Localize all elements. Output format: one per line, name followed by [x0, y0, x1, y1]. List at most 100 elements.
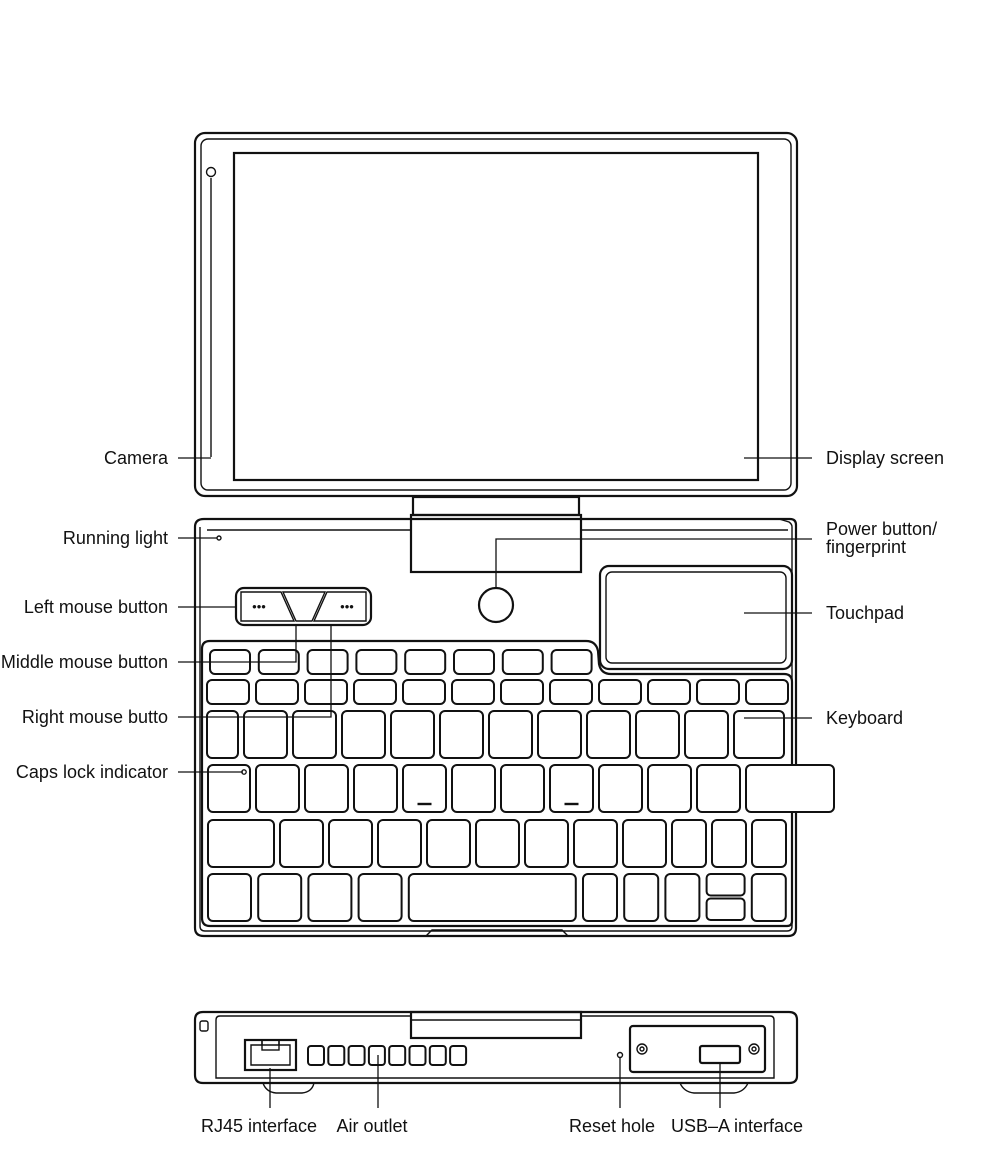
air-outlet-slot	[307, 1045, 325, 1066]
label-power-button-line2: fingerprint	[826, 537, 906, 557]
keyboard-key[interactable]	[635, 710, 680, 759]
keyboard-key[interactable]	[207, 764, 251, 813]
keyboard-key[interactable]	[292, 710, 337, 759]
keyboard-key[interactable]	[549, 679, 593, 705]
laptop-base: ••• •••	[193, 517, 835, 938]
keyboard-key[interactable]	[206, 710, 239, 759]
keyboard-key[interactable]	[355, 649, 398, 675]
middle-mouse-button[interactable]	[281, 591, 327, 622]
keyboard-key[interactable]	[696, 764, 741, 813]
keyboard-key[interactable]	[390, 710, 435, 759]
keyboard-key[interactable]	[377, 819, 422, 868]
air-outlet-slot	[327, 1045, 346, 1066]
keyboard-key[interactable]	[598, 764, 643, 813]
keyboard-key[interactable]	[671, 819, 707, 868]
keyboard-key[interactable]	[750, 873, 787, 922]
air-outlet-slot	[408, 1045, 427, 1066]
keyboard-key[interactable]	[451, 764, 496, 813]
keyboard-key[interactable]	[255, 679, 299, 705]
keyboard-key[interactable]	[304, 764, 349, 813]
reset-hole[interactable]	[616, 1051, 624, 1059]
running-light-icon	[216, 535, 222, 541]
keyboard-key[interactable]	[307, 873, 353, 922]
keyboard-key[interactable]	[306, 649, 349, 675]
keyboard-frame	[200, 639, 794, 928]
keyboard-key[interactable]	[404, 649, 447, 675]
air-outlet-slot	[347, 1045, 366, 1066]
spacebar-key[interactable]	[407, 873, 577, 922]
keyboard-key[interactable]	[537, 710, 582, 759]
keyboard-key[interactable]	[751, 819, 787, 868]
air-outlet	[307, 1045, 468, 1066]
keyboard-key[interactable]	[622, 819, 667, 868]
keyboard-key[interactable]	[341, 710, 386, 759]
label-rj45-interface: RJ45 interface	[201, 1116, 317, 1136]
label-middle-mouse-button: Middle mouse button	[1, 652, 168, 672]
keyboard-key[interactable]	[501, 649, 544, 675]
keyboard-key[interactable]	[582, 873, 618, 922]
keyboard-key[interactable]	[207, 819, 275, 868]
keyboard-key[interactable]	[664, 873, 701, 922]
keyboard-key[interactable]	[426, 819, 471, 868]
laptop-side-view	[193, 1010, 799, 1094]
keyboard-key[interactable]	[684, 710, 729, 759]
arrow-up-key[interactable]	[705, 873, 746, 897]
keyboard-key[interactable]	[524, 819, 569, 868]
rj45-port	[243, 1038, 298, 1072]
keyboard-key[interactable]	[439, 710, 484, 759]
keyboard-key[interactable]	[402, 764, 447, 813]
keyboard-key[interactable]	[402, 679, 446, 705]
air-outlet-slot	[449, 1045, 468, 1066]
keyboard-key[interactable]	[647, 764, 692, 813]
keyboard-key[interactable]	[453, 649, 495, 675]
keyboard-key[interactable]	[257, 873, 303, 922]
display-screen	[232, 151, 760, 482]
keyboard-key[interactable]	[500, 764, 545, 813]
keyboard-key[interactable]	[304, 679, 348, 705]
left-mouse-dots: •••	[252, 599, 266, 614]
keyboard-key[interactable]	[328, 819, 373, 868]
mouse-buttons: ••• •••	[234, 586, 373, 627]
keyboard-key[interactable]	[549, 764, 594, 813]
keyboard-key[interactable]	[206, 679, 250, 705]
keyboard-key[interactable]	[475, 819, 520, 868]
keyboard-key[interactable]	[500, 679, 544, 705]
keyboard-key[interactable]	[586, 710, 631, 759]
keyboard-key[interactable]	[353, 679, 397, 705]
left-mouse-button[interactable]	[240, 591, 296, 622]
label-left-mouse-button: Left mouse button	[24, 597, 168, 617]
keyboard-key[interactable]	[745, 764, 835, 813]
right-mouse-dots: •••	[340, 599, 354, 614]
keyboard-key[interactable]	[243, 710, 288, 759]
keyboard-key[interactable]	[711, 819, 747, 868]
leader-lines	[178, 457, 812, 1108]
keyboard-key[interactable]	[598, 679, 642, 705]
label-air-outlet: Air outlet	[336, 1116, 407, 1136]
keyboard-key[interactable]	[733, 710, 785, 759]
keyboard-key[interactable]	[357, 873, 403, 922]
label-right-mouse-button: Right mouse butto	[22, 707, 168, 727]
label-camera: Camera	[104, 448, 169, 468]
power-button[interactable]	[477, 586, 515, 624]
keyboard-key[interactable]	[488, 710, 533, 759]
air-outlet-slot	[388, 1045, 407, 1066]
label-keyboard: Keyboard	[826, 708, 903, 728]
keyboard-key[interactable]	[696, 679, 740, 705]
keyboard-key[interactable]	[573, 819, 618, 868]
touchpad[interactable]	[598, 564, 794, 671]
right-mouse-button[interactable]	[312, 591, 367, 622]
usb-a-port	[698, 1044, 742, 1065]
keyboard-key[interactable]	[550, 649, 593, 675]
keyboard-key[interactable]	[451, 679, 495, 705]
label-running-light: Running light	[63, 528, 168, 548]
keyboard-key[interactable]	[623, 873, 660, 922]
keyboard-key[interactable]	[207, 873, 252, 922]
keyboard-key[interactable]	[255, 764, 300, 813]
label-touchpad: Touchpad	[826, 603, 904, 623]
keyboard-key[interactable]	[353, 764, 398, 813]
keyboard-key[interactable]	[647, 679, 691, 705]
keyboard-key[interactable]	[279, 819, 324, 868]
keyboard-key[interactable]	[745, 679, 789, 705]
arrow-down-key[interactable]	[705, 897, 746, 921]
